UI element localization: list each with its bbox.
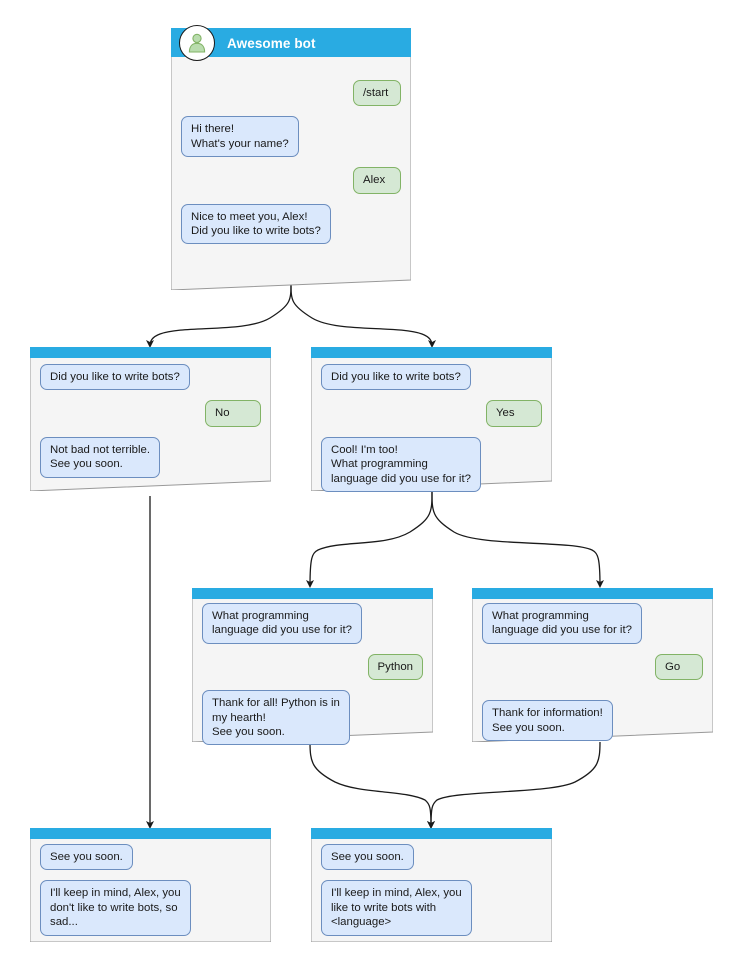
node-go-chat: What programming language did you use fo… [472,588,713,742]
edge-yes-to-python [306,490,433,588]
message-row: Did you like to write bots? [40,364,261,391]
bot-message-bubble: Nice to meet you, Alex! Did you like to … [181,203,331,245]
node-no-branch[interactable]: Did you like to write bots? No Not bad n… [30,347,271,491]
bot-message-bubble: See you soon. [40,844,133,871]
node-yes-branch[interactable]: Did you like to write bots? Yes Cool! I'… [311,347,552,493]
node-root-chat: /start Hi there! What's your name? Alex … [171,66,411,245]
message-row: Thank for all! Python is in my hearth! S… [202,690,423,746]
message-row: What programming language did you use fo… [202,603,423,644]
node-end-yes-chat: See you soon. I'll keep in mind, Alex, y… [311,828,552,936]
node-yes-chat: Did you like to write bots? Yes Cool! I'… [311,347,552,493]
message-row: Hi there! What's your name? [181,116,401,158]
bot-message-bubble: Cool! I'm too! What programming language… [321,436,481,493]
node-python-branch[interactable]: What programming language did you use fo… [192,588,433,746]
edge-go-to-end-yes [427,741,601,829]
node-python-chat: What programming language did you use fo… [192,588,433,746]
edge-yes-to-go [431,490,604,588]
bot-message-bubble: I'll keep in mind, Alex, you like to wri… [321,880,472,936]
user-message-bubble: Yes [486,400,542,427]
message-row: Nice to meet you, Alex! Did you like to … [181,203,401,245]
node-end-yes[interactable]: See you soon. I'll keep in mind, Alex, y… [311,828,552,942]
person-avatar-icon [179,25,215,61]
user-message-bubble: /start [353,80,401,107]
user-message-bubble: Alex [353,167,401,194]
bot-message-bubble: What programming language did you use fo… [482,603,642,644]
node-go-branch[interactable]: What programming language did you use fo… [472,588,713,742]
bot-message-bubble: I'll keep in mind, Alex, you don't like … [40,880,191,936]
message-row: /start [181,80,401,107]
message-row: I'll keep in mind, Alex, you like to wri… [321,880,542,936]
message-row: Cool! I'm too! What programming language… [321,436,542,493]
bot-message-bubble: Thank for information! See you soon. [482,700,613,742]
bot-message-bubble: Did you like to write bots? [40,364,190,391]
message-row: Yes [321,400,542,427]
message-row: See you soon. [40,844,261,871]
node-root[interactable]: Awesome bot /start Hi there! What's your… [171,25,411,290]
message-row: Python [202,653,423,681]
user-message-bubble: No [205,400,261,427]
edge-python-to-end-yes [309,741,435,829]
message-row: I'll keep in mind, Alex, you don't like … [40,880,261,936]
bot-message-bubble: See you soon. [321,844,414,871]
node-no-chat: Did you like to write bots? No Not bad n… [30,347,271,478]
node-end-no[interactable]: See you soon. I'll keep in mind, Alex, y… [30,828,271,942]
node-root-titlebar: Awesome bot [171,20,411,66]
message-row: Not bad not terrible. See you soon. [40,436,261,478]
user-message-bubble: Python [367,653,423,681]
node-root-title: Awesome bot [227,35,316,51]
edge-root-to-no [146,282,292,348]
message-row: See you soon. [321,844,542,871]
edge-root-to-yes [290,282,436,348]
message-row: Go [482,653,703,681]
bot-message-bubble: Not bad not terrible. See you soon. [40,436,161,478]
message-row: Did you like to write bots? [321,364,542,391]
message-row: Thank for information! See you soon. [482,700,703,742]
user-message-bubble: Go [655,653,703,681]
bot-message-bubble: What programming language did you use fo… [202,603,362,644]
message-row: What programming language did you use fo… [482,603,703,644]
bot-message-bubble: Hi there! What's your name? [181,116,299,158]
message-row: No [40,400,261,427]
node-end-no-chat: See you soon. I'll keep in mind, Alex, y… [30,828,271,936]
bot-message-bubble: Did you like to write bots? [321,364,471,391]
message-row: Alex [181,167,401,194]
bot-message-bubble: Thank for all! Python is in my hearth! S… [202,690,350,746]
